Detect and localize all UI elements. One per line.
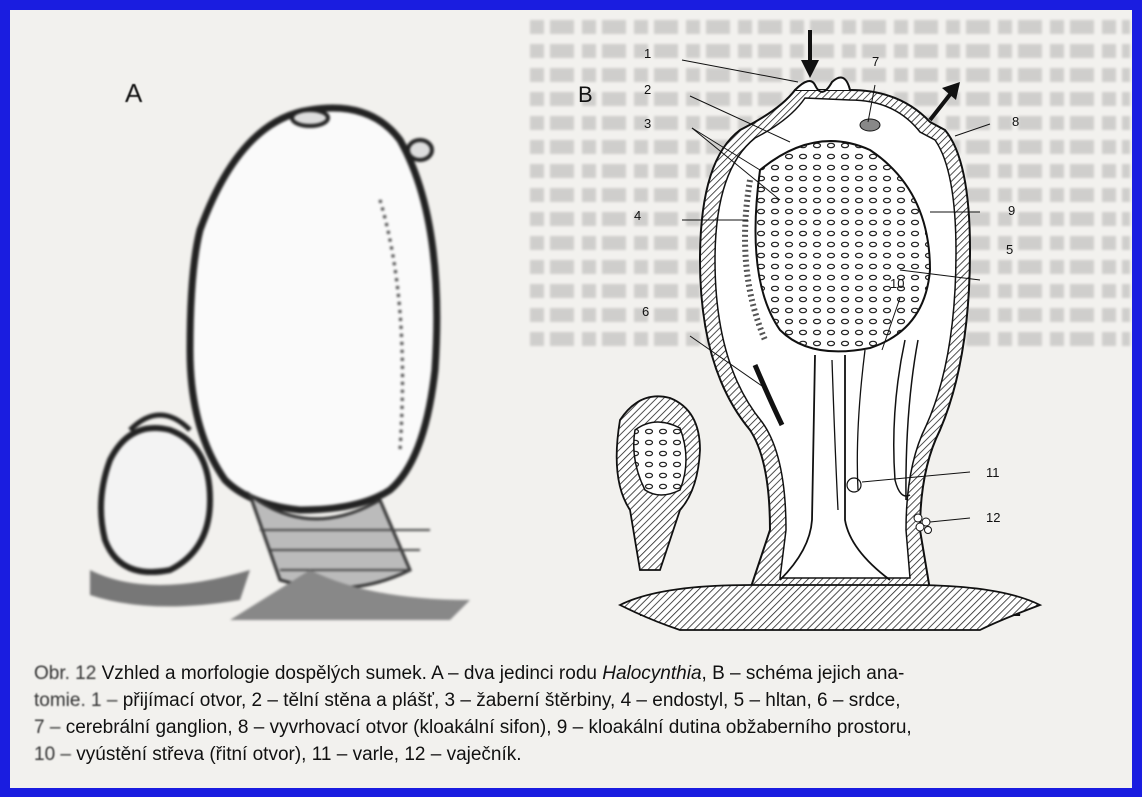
callout-7: 7	[872, 54, 879, 69]
figure-b-diagram	[600, 30, 1060, 650]
callout-3: 3	[644, 116, 651, 131]
caption-line2: přijímací otvor, 2 – tělní stěna a plášť…	[123, 690, 901, 711]
caption-line2-prefix: tomie. 1 –	[34, 690, 123, 711]
callout-6: 6	[642, 304, 649, 319]
callout-9: 9	[1008, 203, 1015, 218]
callout-4: 4	[634, 208, 641, 223]
caption-text-1: Vzhled a morfologie dospělých sumek. A –…	[102, 663, 603, 684]
callout-12: 12	[986, 510, 1000, 525]
figure-a-drawing	[50, 100, 510, 620]
caption-line4-prefix: 10 –	[34, 744, 76, 765]
caption-line4: vyústění střeva (řitní otvor), 11 – varl…	[76, 744, 521, 765]
caption-text-2: , B – schéma jejich ana-	[702, 663, 905, 684]
caption-genus: Halocynthia	[602, 663, 701, 684]
figure-caption: Obr. 12 Vzhled a morfologie dospělých su…	[34, 660, 1114, 768]
figure-label-b: B	[578, 82, 593, 108]
callout-11: 11	[986, 465, 1000, 480]
callout-8: 8	[1012, 114, 1019, 129]
caption-line3-prefix: 7 –	[34, 717, 66, 738]
caption-line3: cerebrální ganglion, 8 – vyvrhovací otvo…	[66, 717, 912, 738]
callout-2: 2	[644, 82, 651, 97]
callout-10: 10	[890, 276, 904, 291]
book-page: A B	[10, 10, 1132, 788]
callout-5: 5	[1006, 242, 1013, 257]
callout-1: 1	[644, 46, 651, 61]
caption-prefix: Obr. 12	[34, 663, 102, 684]
